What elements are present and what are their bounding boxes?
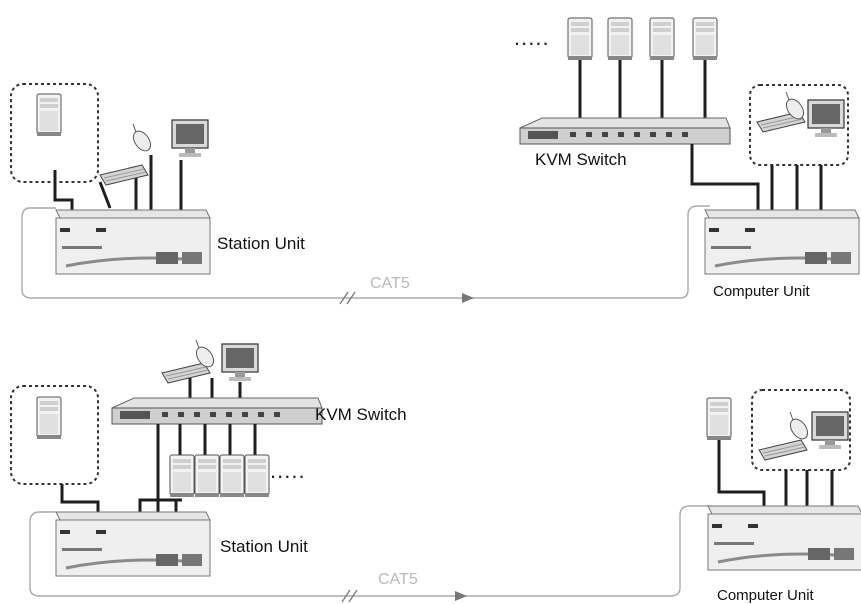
mouse-icon — [129, 123, 155, 155]
monitor-icon — [807, 99, 845, 138]
scene-top: Station Unit CAT5 ..... KVM Switch Compu… — [10, 17, 861, 305]
scene-bottom: KVM Switch ..... Station Unit CAT5 — [10, 339, 861, 604]
remote-console-box — [749, 84, 849, 166]
monitor-icon — [811, 411, 849, 450]
pc-tower-icon — [36, 93, 62, 137]
cat5-label: CAT5 — [370, 275, 410, 292]
station-unit-icon — [54, 510, 212, 578]
pc-tower-icon — [607, 17, 633, 61]
station-unit-icon — [54, 208, 212, 276]
more-computers-dots: ..... — [270, 458, 306, 483]
pc-tower-icon — [194, 454, 220, 498]
pc-tower-icon — [169, 454, 195, 498]
mouse-icon — [786, 411, 812, 443]
more-computers-dots: ..... — [514, 25, 550, 50]
kvm-switch-icon — [519, 117, 731, 145]
keyboard-icon — [99, 164, 149, 186]
cat5-label: CAT5 — [378, 571, 418, 588]
pc-tower-icon — [649, 17, 675, 61]
pc-tower-icon — [567, 17, 593, 61]
computer-unit-label: Computer Unit — [713, 283, 811, 300]
keyboard-icon — [758, 439, 808, 461]
pc-tower-icon — [219, 454, 245, 498]
computer-unit-icon — [706, 504, 861, 572]
kvm-switch-label: KVM Switch — [535, 150, 627, 169]
kvm-switch-icon — [111, 397, 323, 425]
keyboard-icon — [161, 362, 211, 384]
station-unit-label: Station Unit — [217, 234, 305, 253]
monitor-icon — [171, 119, 209, 158]
remote-console-box — [751, 389, 851, 471]
computer-unit-icon — [703, 208, 861, 276]
pc-tower-icon — [706, 397, 732, 441]
pc-tower-icon — [36, 396, 62, 440]
monitor-icon — [221, 343, 259, 382]
computer-unit-label: Computer Unit — [717, 587, 815, 604]
pc-tower-icon — [692, 17, 718, 61]
pc-tower-icon — [244, 454, 270, 498]
station-unit-label: Station Unit — [220, 537, 308, 556]
kvm-switch-label: KVM Switch — [315, 405, 407, 424]
local-pc-box — [10, 385, 99, 485]
